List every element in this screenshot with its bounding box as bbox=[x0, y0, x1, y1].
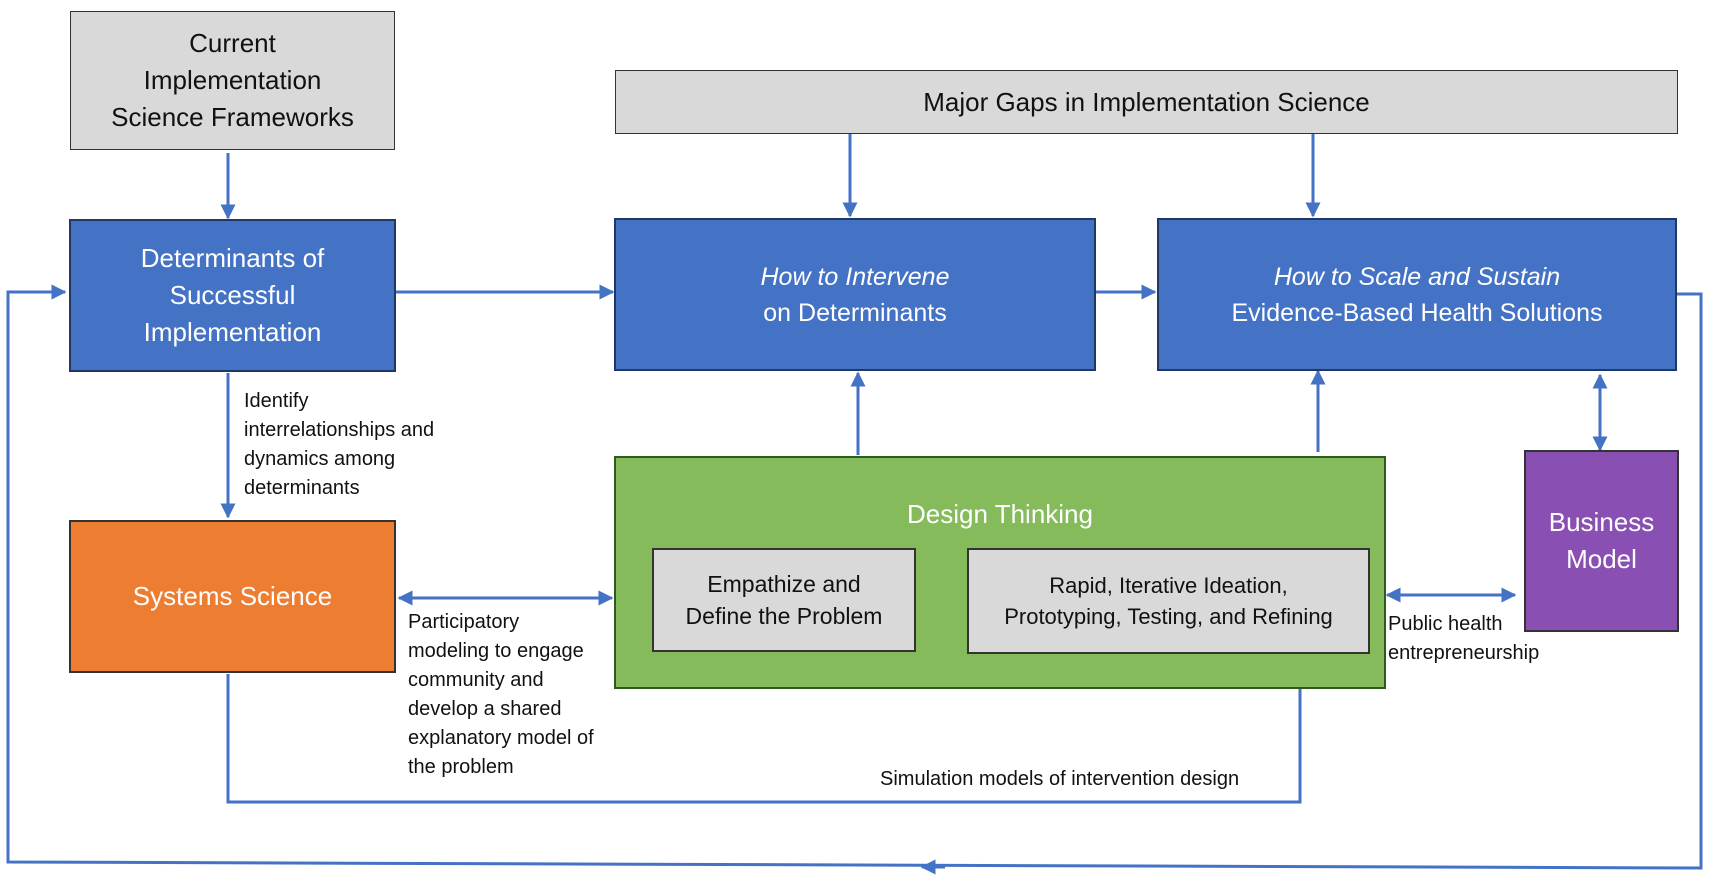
intervene-line-1: How to Intervene bbox=[760, 262, 950, 291]
rapid-line-1: Rapid, Iterative Ideation, bbox=[1049, 573, 1288, 598]
label-participatory-line-3: community and bbox=[408, 669, 544, 691]
business-line-2: Model bbox=[1566, 544, 1637, 574]
gaps-text: Major Gaps in Implementation Science bbox=[923, 86, 1370, 117]
rapid-ideation-box: Rapid, Iterative Ideation, Prototyping, … bbox=[967, 548, 1370, 654]
business-model-box: Business Model bbox=[1524, 450, 1679, 632]
label-participatory-line-6: the problem bbox=[408, 756, 514, 778]
label-identify-line-2: interrelationships and bbox=[244, 419, 435, 441]
label-simulation-models: Simulation models of intervention design bbox=[880, 765, 1239, 794]
label-participatory-line-2: modeling to engage bbox=[408, 640, 584, 662]
label-participatory-line-1: Participatory bbox=[408, 611, 520, 633]
systems-science-text: Systems Science bbox=[132, 581, 333, 611]
determinants-line-3: Implementation bbox=[143, 317, 322, 347]
label-identify-line-1: Identify bbox=[244, 390, 309, 412]
label-public-health-entrepreneurship: Public health entrepreneurship bbox=[1388, 610, 1539, 668]
determinants-line-2: Successful bbox=[169, 280, 296, 310]
scale-line-2: Evidence-Based Health Solutions bbox=[1231, 298, 1603, 327]
label-public-health-line-2: entrepreneurship bbox=[1388, 642, 1540, 664]
label-participatory-modeling: Participatory modeling to engage communi… bbox=[408, 608, 594, 782]
determinants-box: Determinants of Successful Implementatio… bbox=[69, 219, 396, 372]
empathize-line-2: Define the Problem bbox=[685, 603, 883, 629]
empathize-line-1: Empathize and bbox=[707, 571, 861, 597]
feedback-loop-line bbox=[6, 284, 1703, 870]
label-simulation-text: Simulation models of intervention design bbox=[880, 768, 1240, 790]
business-line-1: Business bbox=[1548, 507, 1655, 537]
design-thinking-title: Design Thinking bbox=[907, 499, 1093, 529]
intervene-box: How to Intervene on Determinants bbox=[614, 218, 1096, 371]
scale-box: How to Scale and Sustain Evidence-Based … bbox=[1157, 218, 1677, 371]
intervene-line-2: on Determinants bbox=[763, 298, 947, 327]
label-identify-interrelationships: Identify interrelationships and dynamics… bbox=[244, 387, 434, 503]
frameworks-box: Current Implementation Science Framework… bbox=[70, 11, 395, 150]
systems-science-box: Systems Science bbox=[69, 520, 396, 673]
rapid-line-2: Prototyping, Testing, and Refining bbox=[1004, 604, 1333, 629]
label-participatory-line-4: develop a shared bbox=[408, 698, 562, 720]
empathize-box: Empathize and Define the Problem bbox=[652, 548, 916, 652]
label-public-health-line-1: Public health bbox=[1388, 613, 1503, 635]
frameworks-line-3: Science Frameworks bbox=[111, 102, 354, 132]
frameworks-line-2: Implementation bbox=[143, 65, 322, 95]
determinants-line-1: Determinants of bbox=[140, 243, 325, 273]
label-participatory-line-5: explanatory model of bbox=[408, 727, 594, 749]
scale-line-1: How to Scale and Sustain bbox=[1273, 262, 1561, 291]
gaps-box: Major Gaps in Implementation Science bbox=[615, 70, 1678, 134]
frameworks-line-1: Current bbox=[189, 28, 276, 58]
arrow-systems-to-rapid-simulation bbox=[226, 653, 1308, 804]
label-identify-line-4: determinants bbox=[244, 477, 360, 499]
label-identify-line-3: dynamics among bbox=[244, 448, 396, 470]
